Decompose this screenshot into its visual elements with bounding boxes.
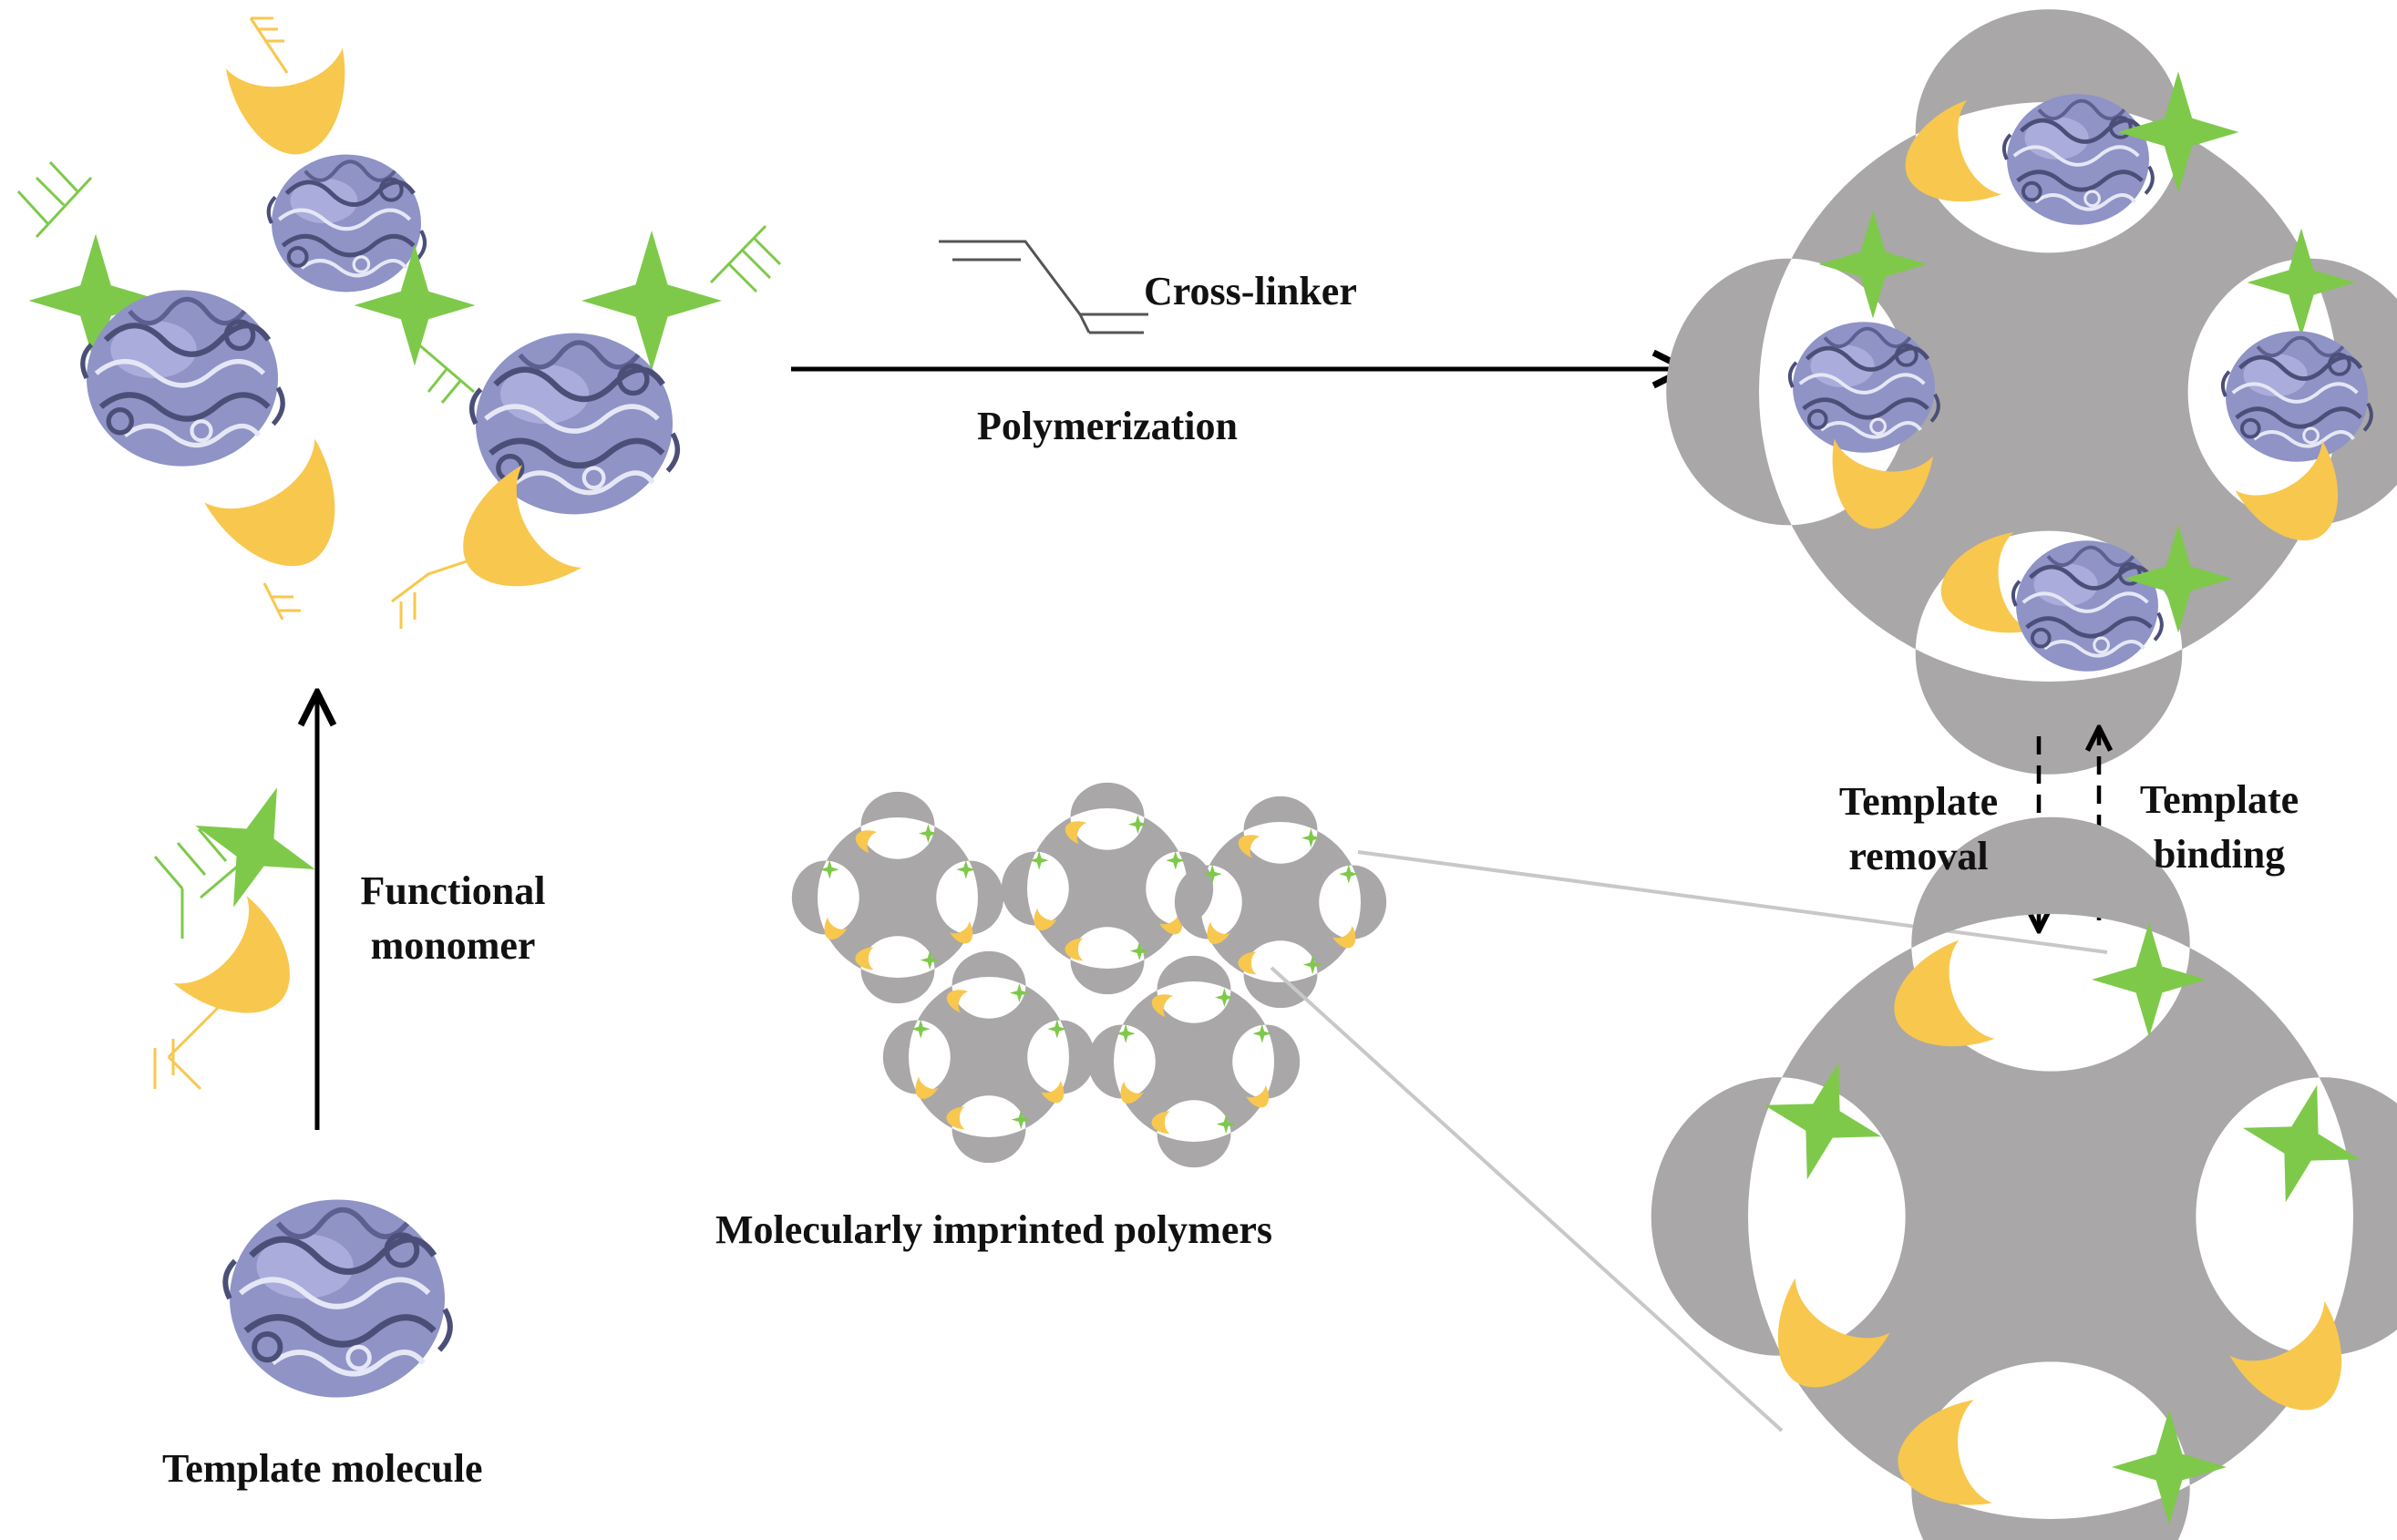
polymerization-label: Polymerization <box>977 404 1238 448</box>
functional-monomer-line1: Functional <box>360 868 546 913</box>
zoom-lines <box>1270 850 2108 1432</box>
template-removal-line2: removal <box>1848 834 1989 878</box>
functional-monomer-label: Functional monomer <box>348 864 558 973</box>
functional-monomer-line2: monomer <box>370 923 536 968</box>
prepolymerization-complex <box>16 16 782 629</box>
template-binding-line1: Template <box>2139 777 2299 822</box>
template-molecule-icon <box>225 1199 450 1397</box>
yellow-monomer-crescent-icon <box>173 896 319 1043</box>
functional-monomer-icons <box>153 765 337 1091</box>
mip-particles <box>792 783 1386 1167</box>
template-removal-label: Template removal <box>1814 775 2023 884</box>
template-binding-label: Template binding <box>2114 773 2324 882</box>
enlarged-mip-cavities <box>1651 816 2397 1540</box>
template-binding-line2: binding <box>2153 832 2286 877</box>
mip-label: Molecularly imprinted polymers <box>715 1207 1273 1252</box>
template-removal-line1: Template <box>1838 779 1999 824</box>
template-molecule-label: Template molecule <box>162 1446 483 1491</box>
monomer-crescent-icon <box>204 438 367 593</box>
template-protein-icon <box>269 155 425 293</box>
monomer-crescent-icon <box>225 47 360 165</box>
template-protein-icon <box>83 290 283 466</box>
cross-linker-icon <box>939 240 1148 334</box>
polymer-with-templates <box>1666 9 2397 775</box>
cross-linker-label: Cross-linker <box>1144 269 1357 313</box>
